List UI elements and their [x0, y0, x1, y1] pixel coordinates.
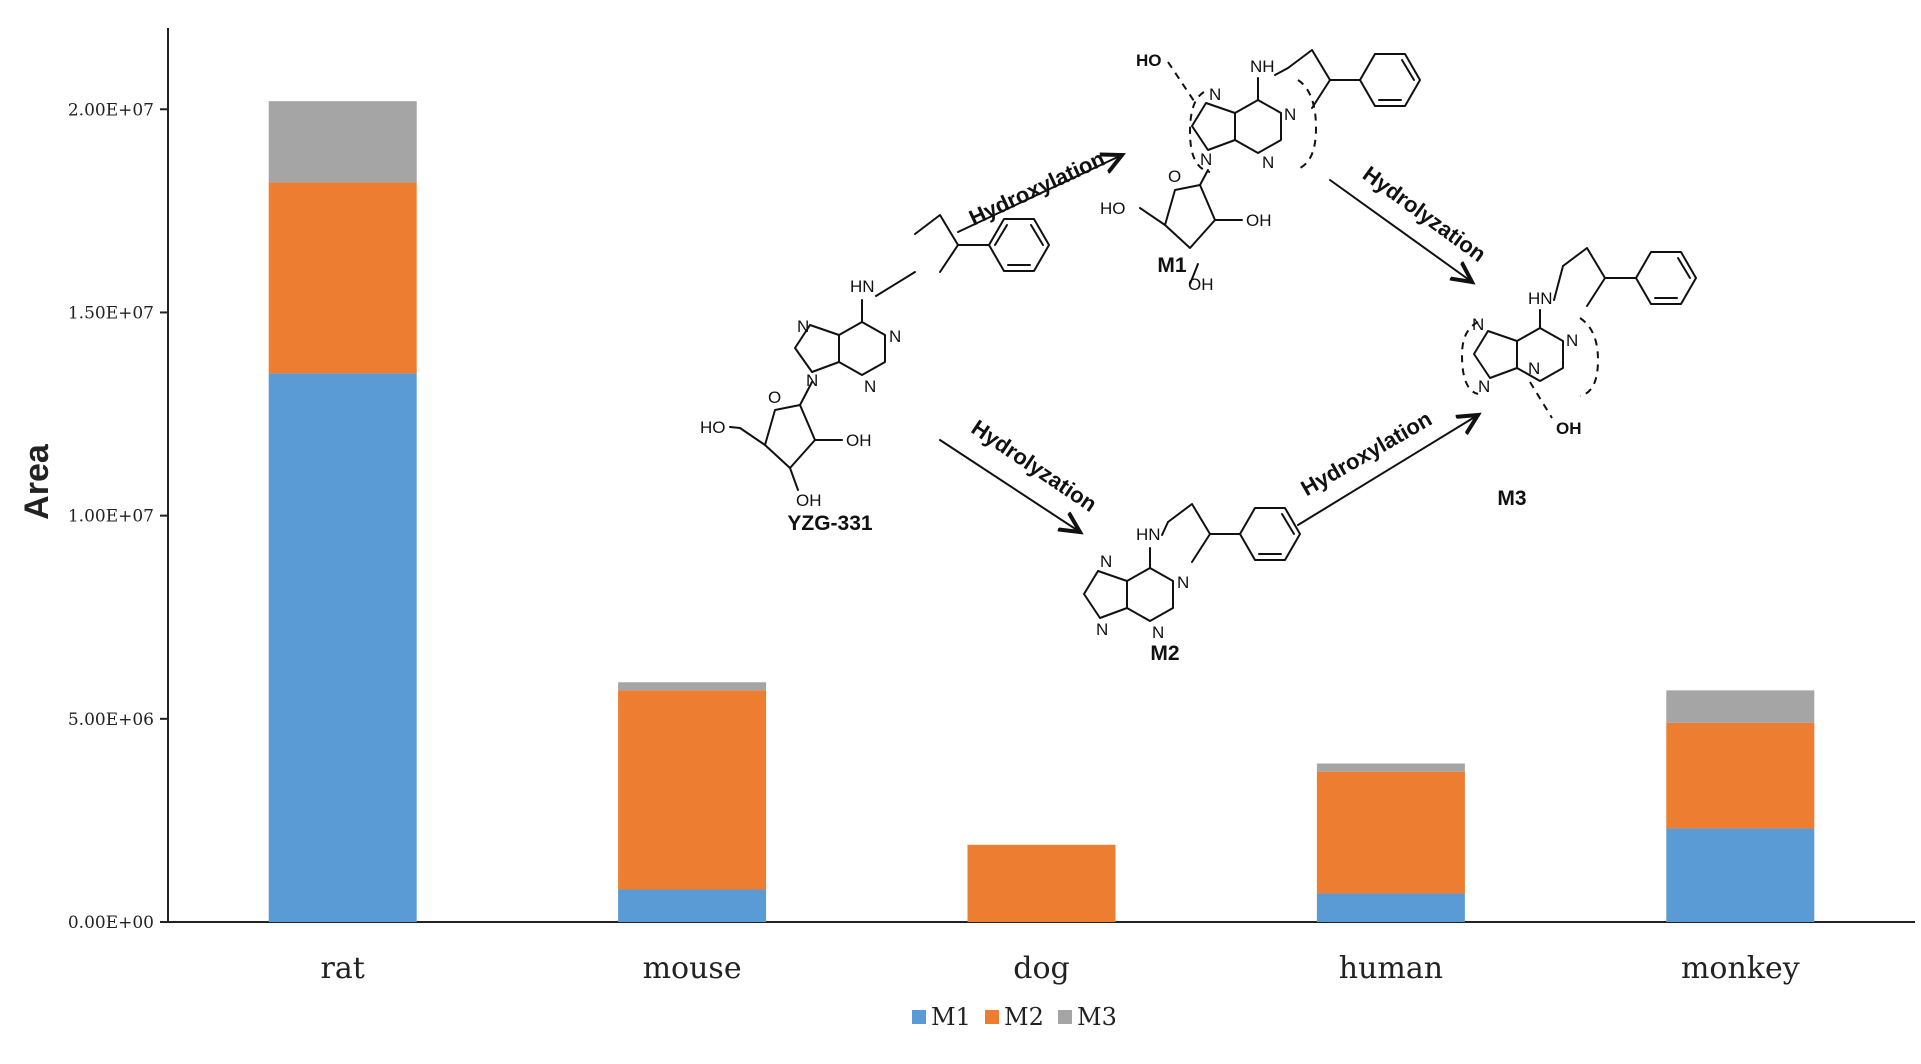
bar-rat-M1: [268, 373, 417, 923]
rxn-parent-m1: Hydroxylation: [965, 146, 1109, 231]
bar-dog-M2: [967, 844, 1116, 922]
legend: M1 M2 M3: [912, 1003, 1117, 1031]
svg-text:YZG-331: YZG-331: [787, 512, 873, 535]
svg-text:HO: HO: [700, 418, 726, 437]
legend-swatch-M3: [1058, 1010, 1072, 1024]
svg-text:N: N: [1100, 552, 1112, 571]
legend-label-M1: M1: [931, 1003, 971, 1031]
svg-text:N: N: [1566, 331, 1578, 350]
arrow-parent-m2: [939, 439, 1080, 532]
y-ticks: 0.00E+00 5.00E+06 1.00E+07 1.50E+07 2.00E+07: [68, 100, 168, 933]
svg-text:OH: OH: [1246, 211, 1272, 230]
bar-human-M1: [1316, 893, 1465, 922]
x-tick-label: human: [1339, 951, 1443, 986]
svg-text:O: O: [768, 388, 781, 407]
x-tick-label: rat: [321, 951, 365, 986]
bar-monkey-M3: [1666, 690, 1815, 723]
m3-structure: HN N N N N OH M3: [1460, 247, 1697, 510]
legend-label-M3: M3: [1077, 1003, 1117, 1031]
m1-structure: NH N N N N HO O OH OH HO M1: [1100, 49, 1421, 294]
metabolic-scheme: HN N N N N O OH OH HO YZG-331: [700, 49, 1697, 665]
bar-human-M2: [1316, 771, 1465, 894]
x-tick-label: monkey: [1681, 951, 1800, 986]
y-tick-label: 1.00E+07: [68, 507, 154, 527]
legend-swatch-M2: [985, 1010, 999, 1024]
x-tick-label: mouse: [643, 951, 742, 986]
svg-text:O: O: [1168, 167, 1181, 186]
svg-text:N: N: [1152, 623, 1164, 642]
legend-label-M2: M2: [1004, 1003, 1044, 1031]
svg-text:HN: HN: [1528, 289, 1553, 308]
bar-rat-M3: [268, 101, 417, 183]
svg-text:N: N: [806, 371, 818, 390]
bar-monkey-M1: [1666, 828, 1815, 922]
bar-rat-M2: [268, 182, 417, 374]
x-tick-labels: rat mouse dog human monkey: [321, 951, 1800, 986]
svg-text:M2: M2: [1150, 642, 1179, 665]
parent-structure: HN N N N N O OH OH HO YZG-331: [700, 214, 1050, 535]
svg-text:N: N: [864, 377, 876, 396]
arrow-m1-m3: [1329, 179, 1472, 282]
svg-text:N: N: [797, 317, 809, 336]
svg-text:N: N: [889, 327, 901, 346]
svg-text:OH: OH: [1188, 275, 1214, 294]
svg-text:M1: M1: [1157, 254, 1186, 277]
m2-structure: HN N N N N M2: [1083, 503, 1301, 665]
svg-text:HN: HN: [1136, 525, 1161, 544]
svg-text:N: N: [1478, 377, 1490, 396]
y-axis-label: Area: [18, 443, 56, 520]
svg-text:N: N: [1096, 620, 1108, 639]
svg-text:NH: NH: [1250, 57, 1275, 76]
svg-text:N: N: [1528, 359, 1540, 378]
bar-human-M3: [1316, 763, 1465, 772]
svg-text:N: N: [1200, 150, 1212, 169]
svg-text:OH: OH: [796, 491, 822, 510]
arrow-parent-m1: [957, 155, 1122, 233]
legend-swatch-M1: [912, 1010, 926, 1024]
bar-monkey-M2: [1666, 722, 1815, 829]
svg-text:N: N: [1177, 573, 1189, 592]
svg-text:N: N: [1209, 85, 1221, 104]
x-tick-label: dog: [1013, 951, 1069, 986]
y-tick-label: 5.00E+06: [68, 710, 154, 730]
svg-text:N: N: [1472, 315, 1484, 334]
y-tick-label: 2.00E+07: [68, 100, 154, 120]
y-tick-label: 1.50E+07: [68, 303, 154, 323]
svg-text:HN: HN: [850, 277, 875, 296]
bar-mouse-M1: [618, 889, 767, 922]
arrow-m2-m3: [1297, 415, 1478, 526]
bar-mouse-M2: [618, 690, 767, 890]
svg-text:OH: OH: [846, 431, 872, 450]
svg-text:N: N: [1262, 153, 1274, 172]
svg-text:OH: OH: [1556, 419, 1582, 438]
svg-text:HO: HO: [1100, 199, 1126, 218]
bar-mouse-M3: [618, 682, 767, 691]
bars: [268, 101, 1815, 923]
svg-text:N: N: [1284, 105, 1296, 124]
svg-text:M3: M3: [1497, 487, 1526, 510]
y-tick-label: 0.00E+00: [68, 913, 154, 933]
svg-text:HO: HO: [1136, 51, 1162, 70]
